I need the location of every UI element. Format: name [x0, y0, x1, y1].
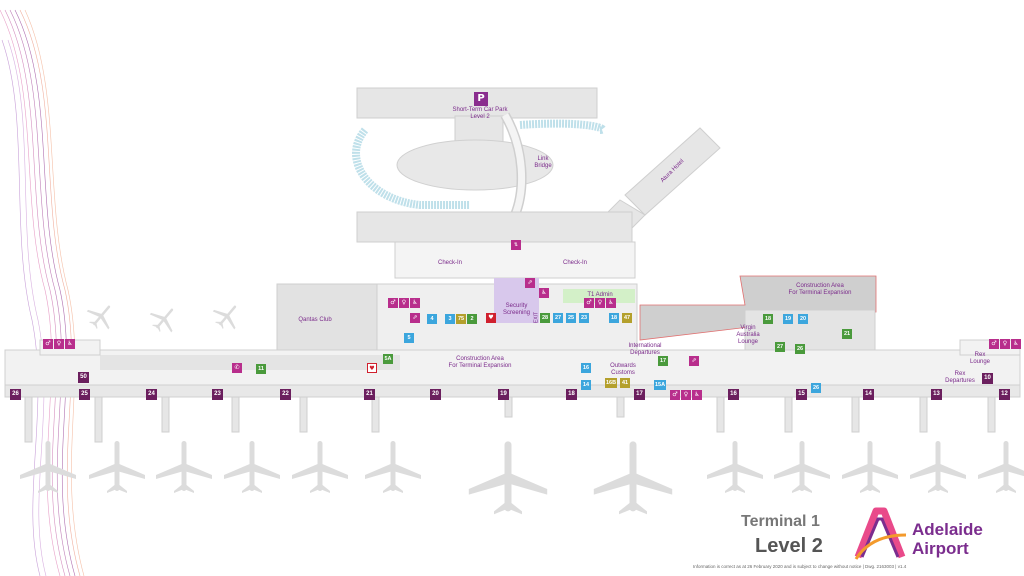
escalator-icon: ⇗	[410, 313, 420, 323]
escalator-icon: ⇗	[689, 356, 699, 366]
shop-23[interactable]: 23	[579, 313, 589, 323]
accessible-icon: ♿	[65, 339, 75, 349]
shop-28[interactable]: 28	[540, 313, 550, 323]
male-toilet-icon: ♂	[388, 298, 398, 308]
accessible-icon: ♿	[606, 298, 616, 308]
shop-14[interactable]: 14	[581, 380, 591, 390]
shop-27-right[interactable]: 27	[775, 342, 785, 352]
shop-3[interactable]: 3	[445, 314, 455, 324]
adelaide-airport-logo-icon	[854, 507, 907, 560]
car-park-label: Short-Term Car Park Level 2	[452, 107, 508, 120]
decorative-wave-lines	[0, 9, 85, 576]
female-toilet-icon: ♀	[595, 298, 605, 308]
shop-16b[interactable]: 16B	[605, 378, 618, 388]
construction-bottom-label: Construction Area For Terminal Expansion	[448, 356, 512, 369]
virgin-lounge-label: Virgin Australia Lounge	[736, 325, 760, 345]
shop-18[interactable]: 18	[609, 313, 619, 323]
shop-20[interactable]: 20	[798, 314, 808, 324]
gate-20[interactable]: 20	[430, 389, 441, 400]
facilities-left: ♂ ♀ ♿	[43, 339, 75, 349]
shop-47[interactable]: 47	[622, 313, 632, 323]
parking-icon: P	[474, 92, 488, 106]
accessible-icon: ♿	[1011, 339, 1021, 349]
facilities-right: ♂ ♀ ♿	[989, 339, 1021, 349]
shop-27[interactable]: 27	[553, 313, 563, 323]
brand-line-2: Airport	[912, 539, 969, 558]
accessible-icon: ♿	[410, 298, 420, 308]
gate-21[interactable]: 21	[364, 389, 375, 400]
shop-5[interactable]: 5	[404, 333, 414, 343]
terminal-title: Terminal 1	[741, 513, 820, 530]
gate-26[interactable]: 26	[10, 389, 21, 400]
gate-25[interactable]: 25	[79, 389, 90, 400]
shop-19[interactable]: 19	[783, 314, 793, 324]
check-in-right-label: Check-In	[562, 260, 587, 266]
gate-16[interactable]: 16	[728, 389, 739, 400]
link-bridge-label: Link Bridge	[534, 156, 552, 169]
construction-top-label: Construction Area For Terminal Expansion	[788, 283, 852, 296]
gate-18[interactable]: 18	[566, 389, 577, 400]
female-toilet-icon: ♀	[399, 298, 409, 308]
gate-19[interactable]: 19	[498, 389, 509, 400]
check-in-left-label: Check-In	[437, 260, 462, 266]
facilities-security: ♿	[539, 288, 549, 298]
disclaimer: Information is correct as at 26 February…	[693, 564, 907, 569]
shop-5a[interactable]: 5A	[383, 354, 393, 364]
facilities-international: ♂ ♀ ♿	[670, 390, 702, 400]
heart-icon: ♥	[367, 363, 377, 373]
phone-icon: ✆	[232, 363, 242, 373]
shop-11[interactable]: 11	[256, 364, 266, 374]
shop-21-right[interactable]: 21	[842, 329, 852, 339]
t1-admin-label: T1 Admin	[587, 292, 613, 298]
escalator-icon: ⇗	[525, 278, 535, 288]
accessible-icon: ♿	[692, 390, 702, 400]
shop-18-right[interactable]: 18	[763, 314, 773, 324]
gate-10[interactable]: 10	[982, 373, 993, 384]
gate-23[interactable]: 23	[212, 389, 223, 400]
gate-50[interactable]: 50	[78, 372, 89, 383]
facilities-admin: ♂ ♀ ♿	[584, 298, 616, 308]
female-toilet-icon: ♀	[54, 339, 64, 349]
gate-12[interactable]: 12	[999, 389, 1010, 400]
gate-22[interactable]: 22	[280, 389, 291, 400]
qantas-club-label: Qantas Club	[298, 317, 332, 323]
rex-lounge-label: Rex Lounge	[969, 352, 991, 365]
shop-16[interactable]: 16	[581, 363, 591, 373]
brand-name: Adelaide Airport	[912, 520, 983, 558]
shop-75[interactable]: 75	[456, 314, 466, 324]
shop-15a[interactable]: 15A	[654, 380, 667, 390]
rex-departures-label: Rex Departures	[945, 371, 975, 384]
female-toilet-icon: ♀	[1000, 339, 1010, 349]
shop-17[interactable]: 17	[658, 356, 668, 366]
shop-41[interactable]: 41	[620, 378, 630, 388]
heart-icon: ♥	[486, 313, 496, 323]
female-toilet-icon: ♀	[681, 390, 691, 400]
male-toilet-icon: ♂	[584, 298, 594, 308]
lift-icon: ⇅	[511, 240, 521, 250]
shop-25[interactable]: 25	[566, 313, 576, 323]
gate-14[interactable]: 14	[863, 389, 874, 400]
accessible-icon: ♿	[539, 288, 549, 298]
gate-17[interactable]: 17	[634, 389, 645, 400]
male-toilet-icon: ♂	[670, 390, 680, 400]
male-toilet-icon: ♂	[989, 339, 999, 349]
shop-26-right[interactable]: 26	[795, 344, 805, 354]
shop-26-concourse[interactable]: 26	[811, 383, 821, 393]
gate-24[interactable]: 24	[146, 389, 157, 400]
facilities-qantas: ♂ ♀ ♿	[388, 298, 420, 308]
gate-13[interactable]: 13	[931, 389, 942, 400]
shop-4[interactable]: 4	[427, 314, 437, 324]
level-title: Level 2	[755, 535, 823, 557]
male-toilet-icon: ♂	[43, 339, 53, 349]
shop-2[interactable]: 2	[467, 314, 477, 324]
security-screening-label: Security Screening	[502, 303, 531, 316]
brand-line-1: Adelaide	[912, 520, 983, 539]
gate-15[interactable]: 15	[796, 389, 807, 400]
international-departures-label: International Departures	[628, 343, 662, 356]
outwards-customs-label: Outwards Customs	[610, 363, 636, 376]
